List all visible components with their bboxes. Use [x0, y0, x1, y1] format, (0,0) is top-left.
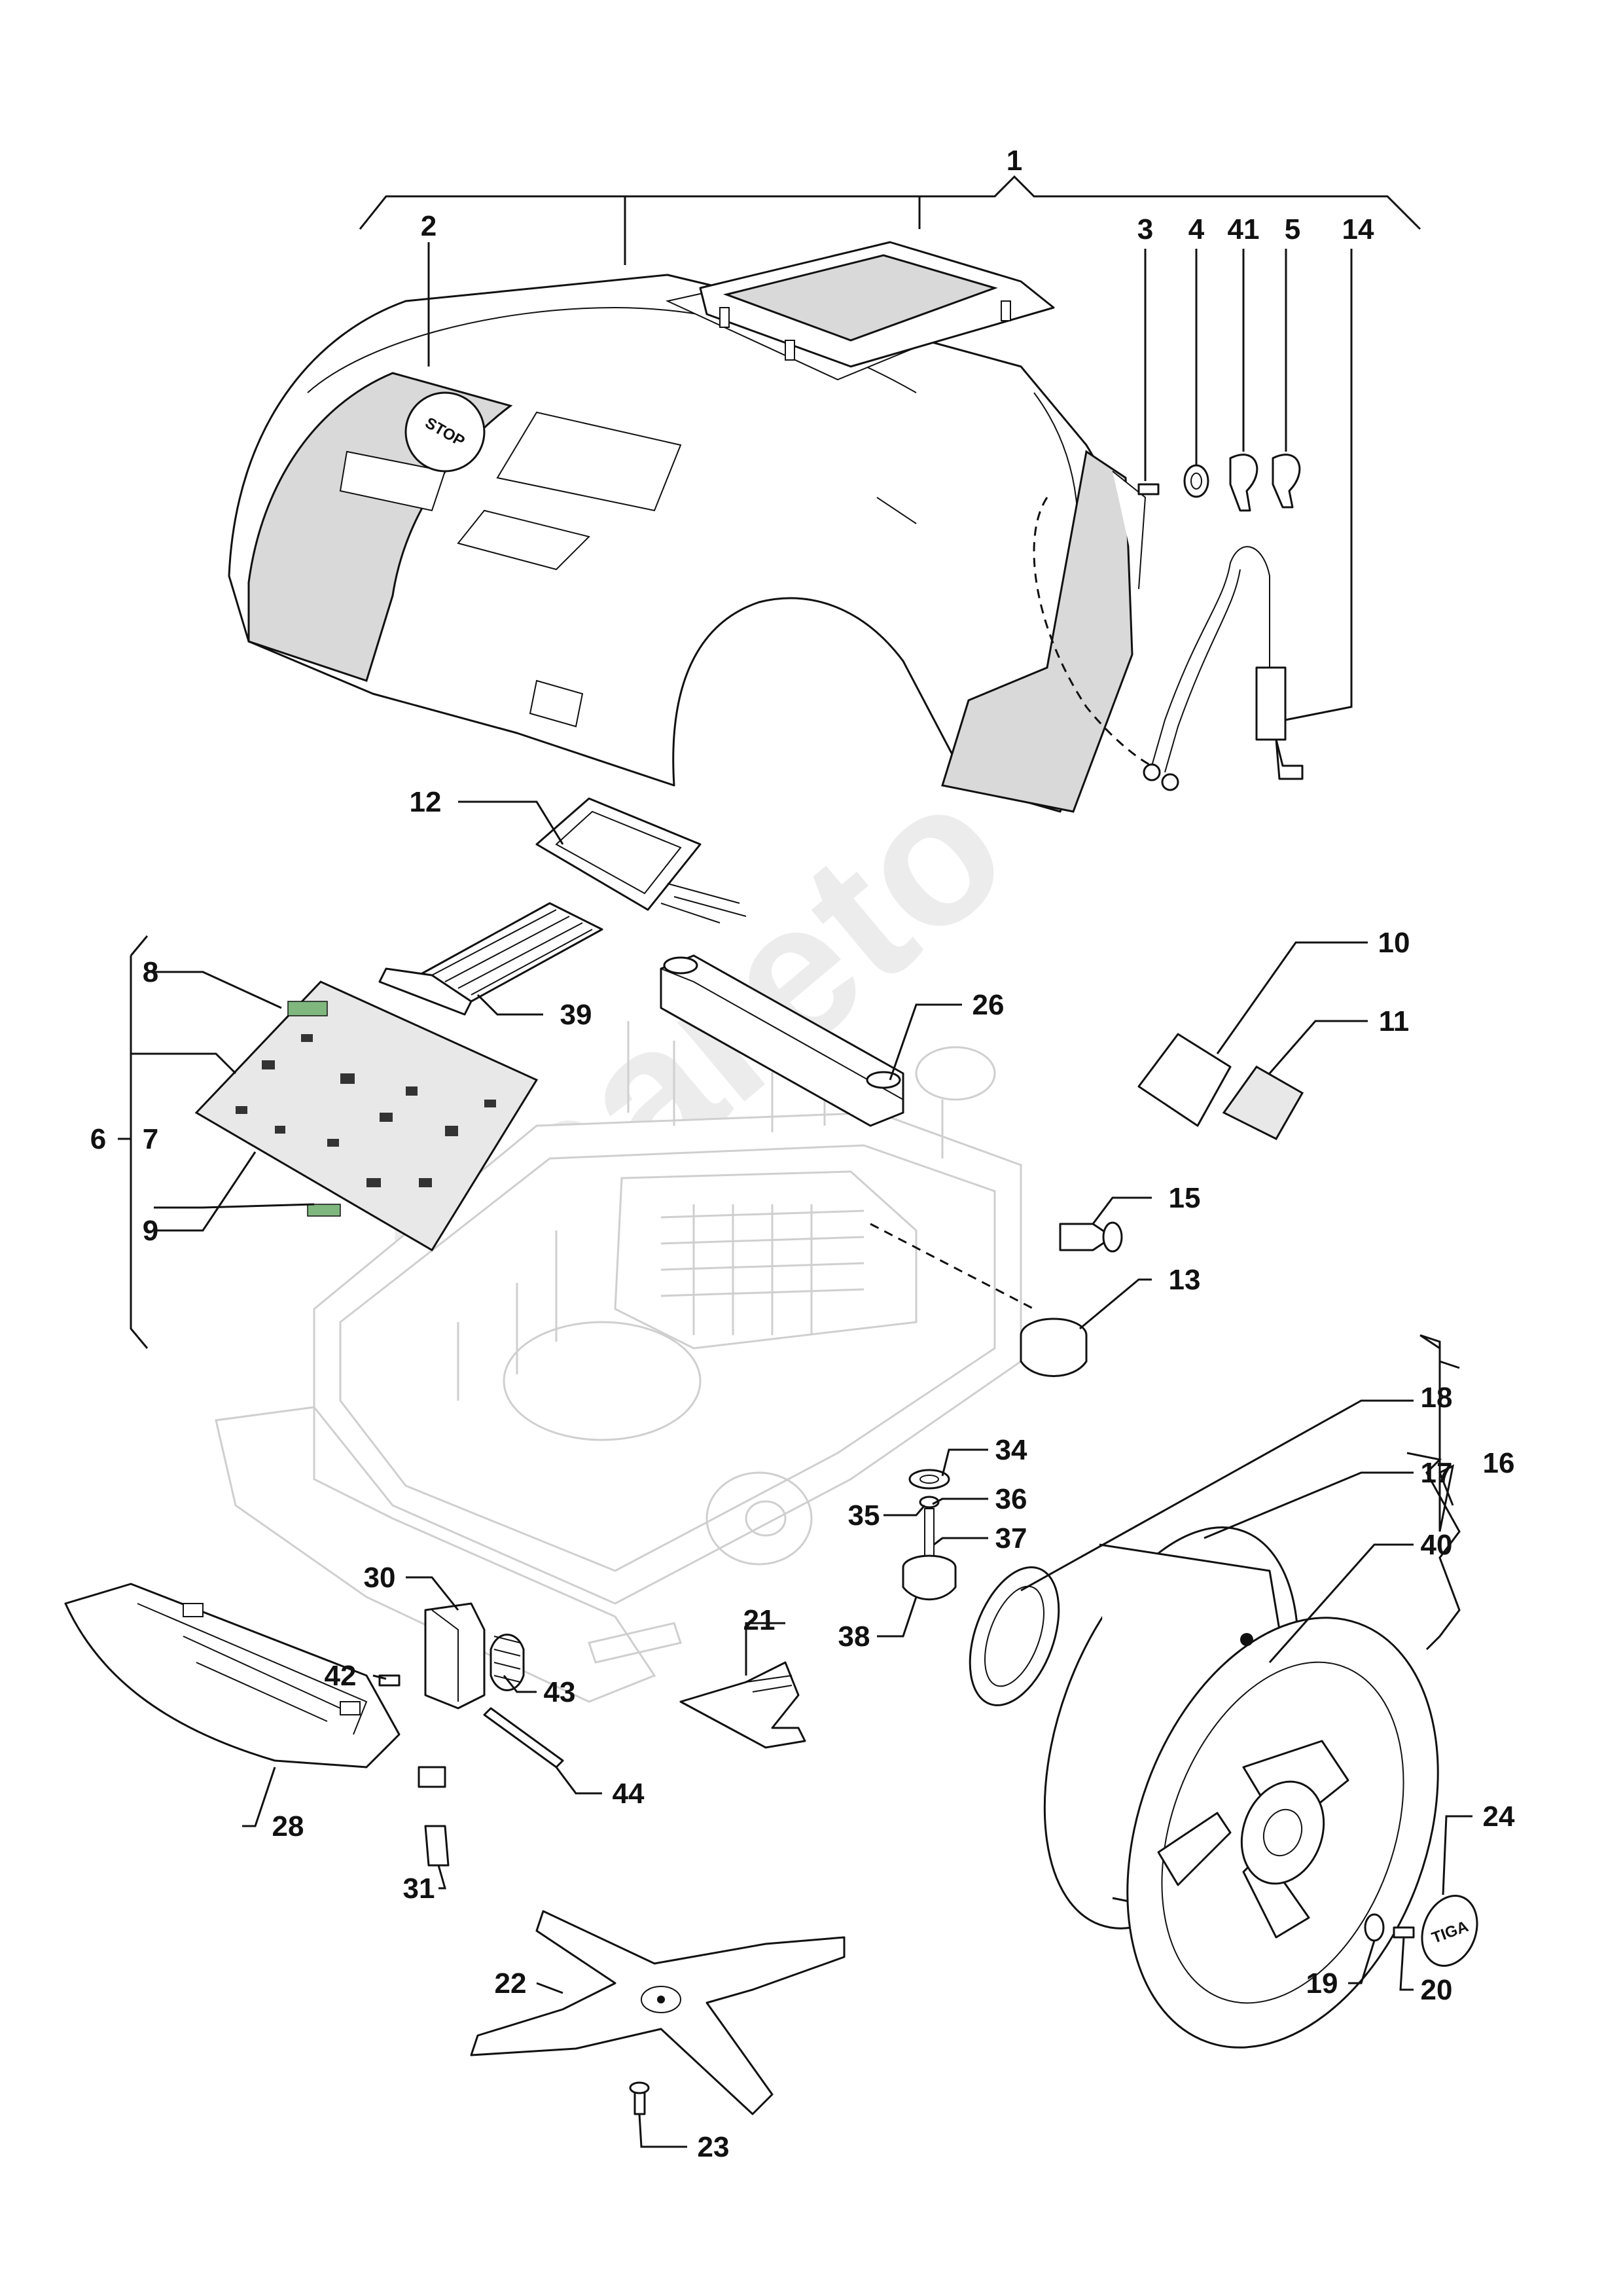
callout-35: 35 — [848, 1499, 880, 1532]
main-pcb — [194, 980, 539, 1252]
callout-43: 43 — [544, 1676, 576, 1708]
callout-labels: 1 2 3 4 41 5 14 12 39 8 6 7 9 26 10 11 1… — [90, 145, 1515, 2163]
callout-41: 41 — [1228, 213, 1260, 245]
cutting-blade — [470, 1910, 846, 2115]
callout-40: 40 — [1421, 1529, 1453, 1561]
spring-stack — [902, 1469, 957, 1601]
callout-9: 9 — [143, 1215, 158, 1247]
display-lid — [699, 241, 1055, 368]
small-boards — [1137, 1033, 1304, 1140]
display-board — [535, 797, 747, 924]
callout-22: 22 — [495, 1967, 527, 2000]
callout-11: 11 — [1379, 1005, 1410, 1037]
callout-18: 18 — [1421, 1382, 1453, 1414]
callout-19: 19 — [1306, 1967, 1338, 2000]
callout-37: 37 — [995, 1522, 1027, 1554]
callout-38: 38 — [838, 1621, 870, 1653]
bracket-bar — [660, 954, 904, 1127]
callout-16: 16 — [1483, 1447, 1515, 1479]
callout-4: 4 — [1188, 213, 1205, 245]
callout-42: 42 — [325, 1660, 357, 1692]
pin-and-bushing — [870, 1221, 1123, 1377]
ribbon-cable — [378, 902, 603, 1016]
front-mechanism — [378, 1602, 564, 1867]
callout-7: 7 — [143, 1123, 158, 1155]
chassis-ghost — [215, 1021, 1022, 1703]
callout-5: 5 — [1285, 213, 1300, 245]
callout-14: 14 — [1342, 213, 1374, 245]
callout-28: 28 — [272, 1810, 304, 1842]
callout-21: 21 — [743, 1604, 776, 1636]
callout-23: 23 — [698, 2131, 730, 2163]
wheel-cap: TIGA — [1364, 1895, 1478, 1967]
callout-1: 1 — [1007, 145, 1022, 177]
stop-label-panel: STOP — [247, 372, 513, 682]
callout-39: 39 — [560, 999, 592, 1031]
callout-15: 15 — [1169, 1182, 1201, 1214]
callout-31: 31 — [403, 1873, 435, 1905]
callout-20: 20 — [1421, 1974, 1453, 2006]
callout-30: 30 — [364, 1562, 396, 1594]
callout-13: 13 — [1169, 1264, 1201, 1296]
wheel-assembly — [969, 1526, 1439, 2049]
front-plate — [64, 1583, 401, 1768]
callout-44: 44 — [613, 1778, 645, 1810]
side-trim — [941, 450, 1147, 813]
blade-guard — [679, 1661, 806, 1749]
callout-17: 17 — [1421, 1457, 1453, 1489]
callout-24: 24 — [1483, 1801, 1515, 1833]
callout-12: 12 — [410, 786, 442, 818]
callout-26: 26 — [972, 989, 1005, 1021]
callout-2: 2 — [421, 210, 437, 242]
callout-34: 34 — [995, 1434, 1027, 1466]
leader-lines — [118, 175, 1472, 2148]
pcb-components — [236, 1034, 496, 1187]
callout-8: 8 — [143, 956, 158, 988]
callout-10: 10 — [1378, 927, 1410, 959]
callout-6: 6 — [90, 1123, 106, 1155]
callout-36: 36 — [995, 1483, 1027, 1515]
small-hardware — [1137, 454, 1301, 512]
cable-assembly — [1033, 497, 1304, 791]
callout-3: 3 — [1137, 213, 1153, 245]
